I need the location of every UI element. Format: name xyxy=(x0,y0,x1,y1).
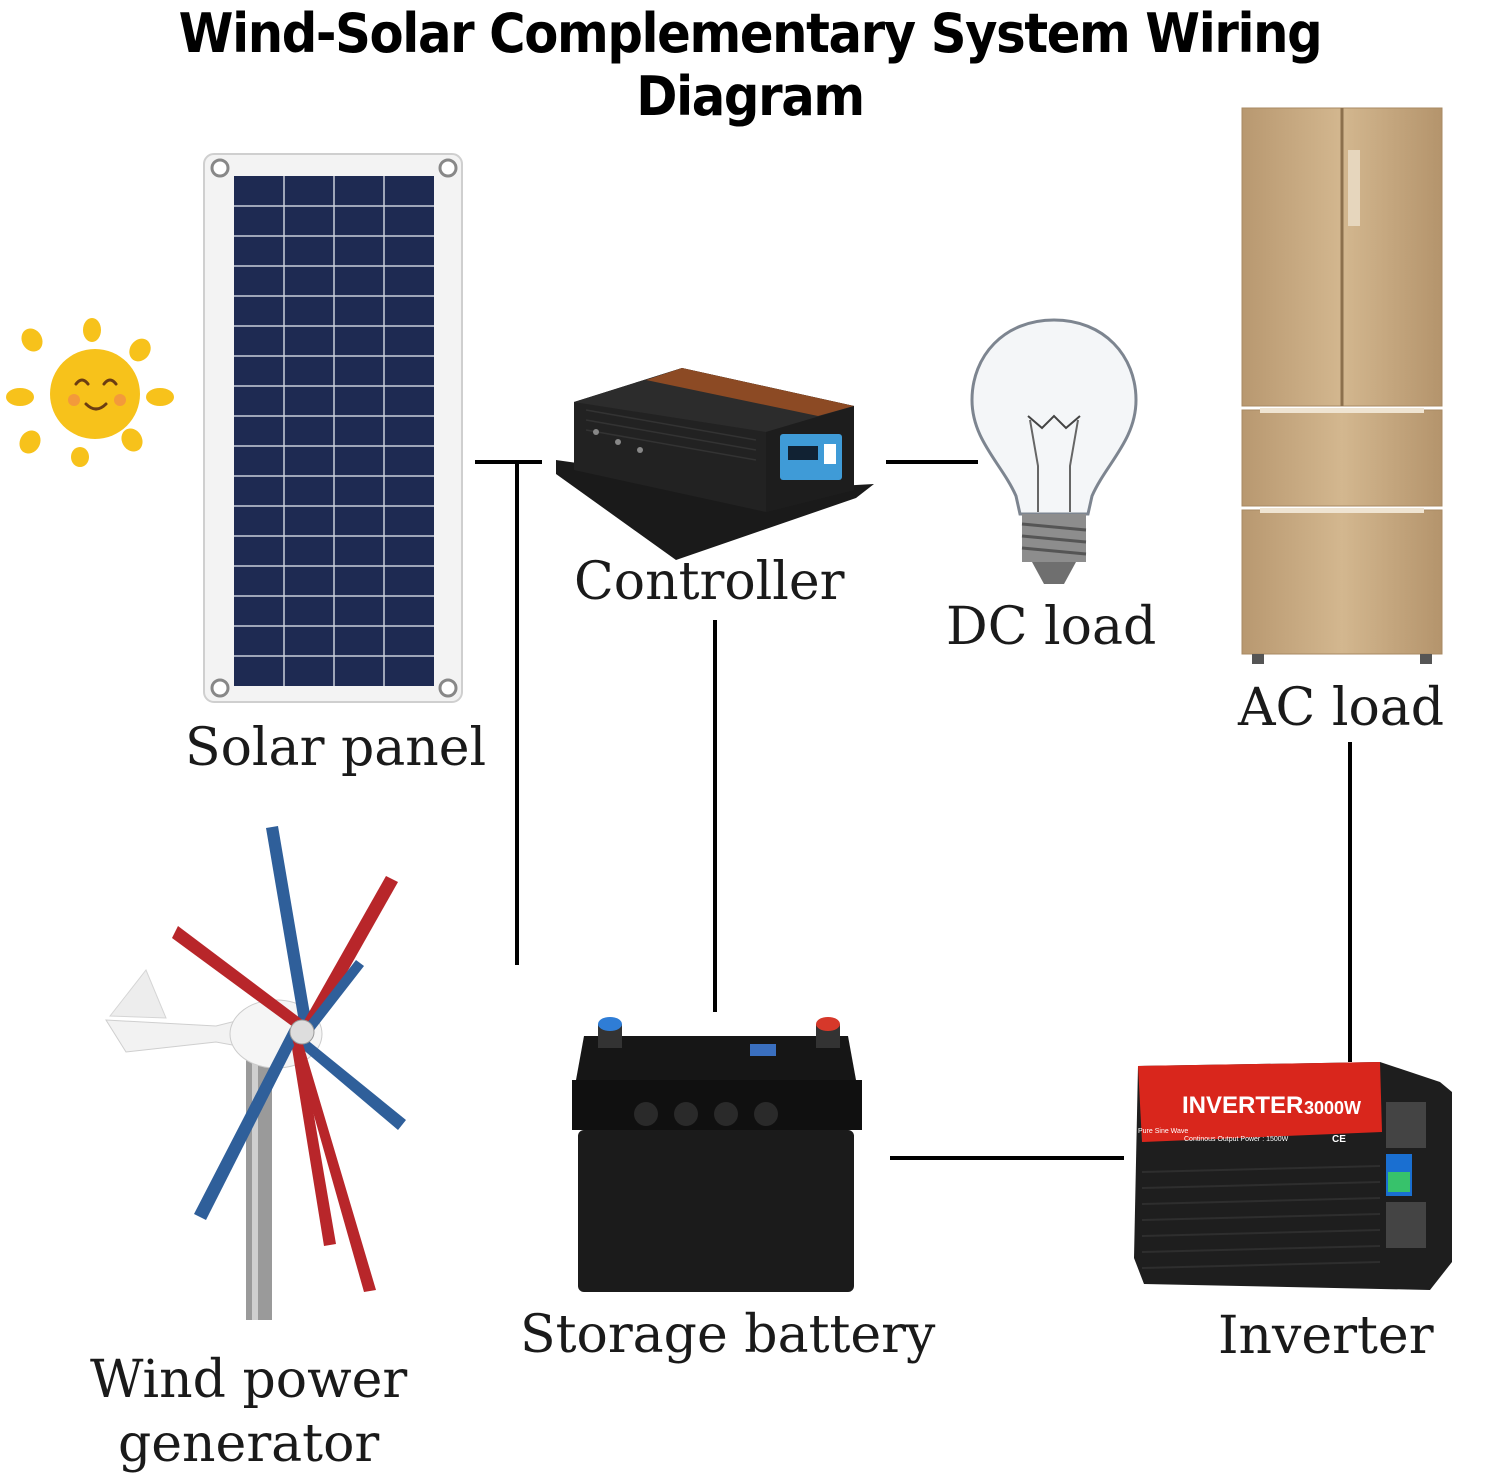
dc-load-label: DC load xyxy=(946,597,1157,657)
wind-generator-label-line1: Wind power xyxy=(90,1350,408,1410)
ac-load-fridge-image xyxy=(1241,107,1443,664)
controller-image xyxy=(556,368,874,560)
inverter-image: INVERTER 3000W Pure Sine Wave Continous … xyxy=(1130,1062,1455,1290)
wind-generator-image xyxy=(105,826,406,1320)
inverter-brand: INVERTER xyxy=(1182,1092,1304,1119)
dc-load-bulb-image xyxy=(970,318,1138,584)
solar-panel-image xyxy=(203,153,463,703)
diagram-title: Wind-Solar Complementary System Wiring D… xyxy=(178,2,1323,128)
wind-generator-label-line2: generator xyxy=(118,1414,380,1474)
inverter-label: Inverter xyxy=(1218,1306,1434,1366)
storage-battery-label: Storage battery xyxy=(520,1305,936,1365)
solar-panel-label: Solar panel xyxy=(185,718,487,778)
inverter-continuous: Continous Output Power : 1500W xyxy=(1184,1136,1289,1143)
sun-icon xyxy=(6,318,174,467)
storage-battery-image xyxy=(572,1017,862,1292)
inverter-rating: 3000W xyxy=(1304,1098,1362,1118)
inverter-ce-mark: CE xyxy=(1332,1134,1346,1145)
controller-label: Controller xyxy=(574,552,845,612)
ac-load-label: AC load xyxy=(1238,678,1445,738)
inverter-wave: Pure Sine Wave xyxy=(1138,1128,1189,1135)
